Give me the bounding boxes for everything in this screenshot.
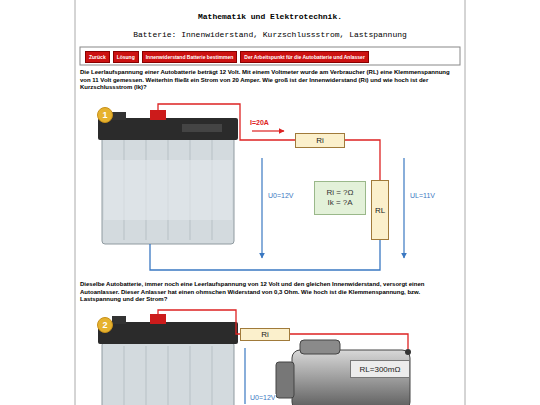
circuit-wire-part [158, 310, 240, 334]
voltage-arrow-part [261, 158, 262, 258]
circuit-wire-part [290, 334, 408, 349]
page-title: Mathematik und Elektrotechnik. [75, 12, 465, 21]
page-frame-part [75, 0, 76, 405]
circuit-wire [150, 104, 380, 270]
callout-number: 1 [97, 107, 113, 123]
starter-motor-part [276, 362, 294, 398]
battery-illustration-part [102, 136, 234, 244]
task-text: Die Leerlaufspannung einer Autobatterie … [80, 69, 460, 92]
node-text: 2 [102, 320, 107, 330]
node-text: 1 [102, 110, 107, 120]
circuit-wire-part [158, 104, 295, 140]
resistor-symbol: RL [371, 180, 389, 240]
battery-illustration-part [112, 316, 126, 324]
battery-illustration-part [98, 322, 238, 344]
node-text: Ri [261, 330, 269, 339]
node-text: Der Arbeitspunkt für die Autobatterie un… [244, 54, 365, 60]
starter-motor-part [300, 340, 340, 354]
battery-illustration-part [150, 110, 166, 120]
question-box: Ri = ?ΩIk = ?A [314, 181, 366, 215]
starter-motor-part [292, 350, 410, 405]
page-frame-part [80, 47, 460, 65]
battery-illustration-part [150, 314, 166, 324]
load-label-box: RL=300mΩ [350, 360, 410, 378]
nav-button: Lösung [113, 51, 139, 63]
battery-illustration-part [124, 346, 125, 405]
node-text: Ik = ?A [327, 198, 352, 208]
voltage-arrow-part [403, 158, 404, 258]
node-text: Innenwiderstand Batterie bestimmen [146, 54, 234, 60]
battery-illustration [98, 314, 238, 405]
current-label: I=20A [250, 119, 269, 126]
battery-illustration-part [190, 346, 191, 405]
subtitle: Batterie: Innenwiderstand, Kurzschlussst… [75, 30, 465, 39]
node-text: Ri [316, 136, 324, 145]
battery-illustration-part [102, 342, 234, 405]
page-frame-part [465, 0, 466, 405]
battery-illustration-part [212, 346, 213, 405]
voltage-arrow-part [244, 348, 245, 404]
nav-button: Der Arbeitspunkt für die Autobatterie un… [240, 51, 369, 63]
resistor-symbol: Ri [295, 133, 345, 148]
voltage-label: U0=12V [250, 394, 276, 401]
battery-illustration [98, 110, 238, 244]
battery-illustration-part [146, 346, 147, 405]
callout-number: 2 [97, 317, 113, 333]
voltage-arrow [245, 348, 246, 404]
node-text: Lösung [117, 54, 135, 60]
voltage-label: UL=11V [410, 192, 435, 199]
voltage-label: U0=12V [268, 192, 294, 199]
node-text: RL [375, 206, 385, 215]
nav-button: Innenwiderstand Batterie bestimmen [142, 51, 238, 63]
starter-motor-part [405, 349, 411, 355]
circuit-wire [158, 310, 408, 349]
starter-motor [276, 340, 411, 405]
battery-illustration-part [104, 160, 232, 220]
circuit-wire [345, 140, 380, 180]
battery-illustration-part [168, 346, 169, 405]
battery-illustration-part [98, 118, 238, 140]
current-arrow [252, 131, 284, 132]
node-text: RL=300mΩ [360, 365, 401, 374]
resistor-symbol: Ri [240, 328, 290, 341]
circuit-wire-part [150, 240, 380, 270]
voltage-arrow [262, 158, 404, 258]
current-arrow-part [252, 130, 284, 131]
battery-illustration-part [112, 112, 126, 120]
node-text: Ri = ?Ω [326, 188, 353, 198]
node-text: Zurück [89, 54, 106, 60]
battery-illustration-part [182, 124, 222, 132]
task-text: Dieselbe Autobatterie, immer noch eine L… [80, 281, 460, 304]
nav-button: Zurück [85, 51, 110, 63]
